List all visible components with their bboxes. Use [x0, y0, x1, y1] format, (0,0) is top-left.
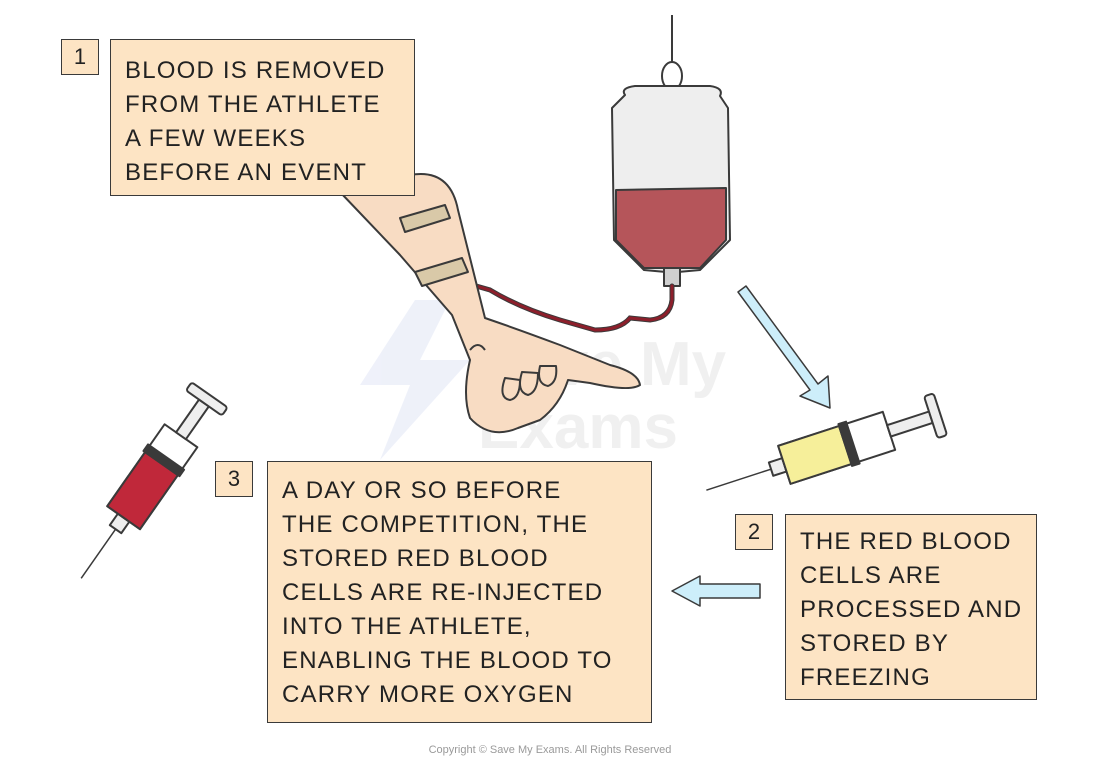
- step-2-line-5: FREEZING: [800, 664, 931, 691]
- step-3-box: A DAY OR SO BEFORE THE COMPETITION, THE …: [267, 461, 652, 723]
- step-1-line-3: A FEW WEEKS: [125, 125, 307, 152]
- step-3-line-4: CELLS ARE RE-INJECTED: [282, 579, 604, 606]
- step-2-line-2: CELLS ARE: [800, 562, 942, 589]
- syringe-plasma-icon: [706, 393, 948, 491]
- step-2-box: THE RED BLOOD CELLS ARE PROCESSED AND ST…: [785, 514, 1037, 700]
- step-3-line-2: THE COMPETITION, THE: [282, 511, 589, 538]
- step-1-box: BLOOD IS REMOVED FROM THE ATHLETE A FEW …: [110, 39, 415, 196]
- step-1-line-2: FROM THE ATHLETE: [125, 91, 381, 118]
- watermark-logo-icon: [360, 300, 470, 460]
- step-3-line-7: CARRY MORE OXYGEN: [282, 681, 574, 708]
- arm-icon: [339, 173, 641, 434]
- step-3-line-3: STORED RED BLOOD: [282, 545, 549, 572]
- step-2-line-4: STORED BY: [800, 630, 950, 657]
- step-2-line-3: PROCESSED AND: [800, 596, 1023, 623]
- step-1-line-4: BEFORE AN EVENT: [125, 159, 368, 186]
- step-3-line-1: A DAY OR SO BEFORE: [282, 477, 562, 504]
- step-1-number: 1: [61, 39, 99, 75]
- blood-level: [615, 187, 727, 269]
- arrow-down-right-icon: [737, 285, 831, 409]
- copyright-text: Copyright © Save My Exams. All Rights Re…: [428, 744, 672, 756]
- syringe-blood-icon: [80, 382, 228, 579]
- step-3-line-6: ENABLING THE BLOOD TO: [282, 647, 613, 674]
- arrow-left-icon: [671, 575, 761, 607]
- step-2-number: 2: [735, 514, 773, 550]
- step-1-line-1: BLOOD IS REMOVED: [125, 57, 386, 84]
- step-2-line-1: THE RED BLOOD: [800, 528, 1012, 555]
- blood-bag-icon: [611, 15, 731, 287]
- step-3-line-5: INTO THE ATHLETE,: [282, 613, 532, 640]
- step-3-number: 3: [215, 461, 253, 497]
